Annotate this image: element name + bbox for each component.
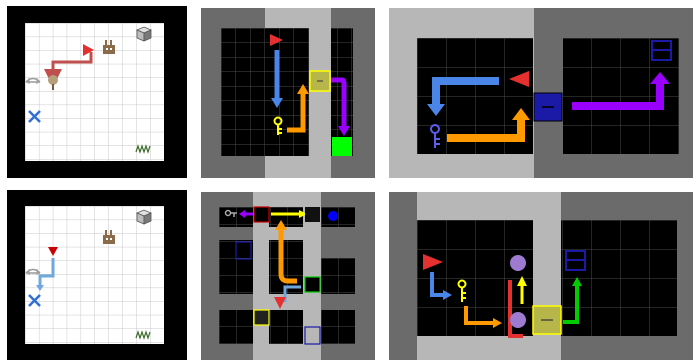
door-icon (254, 207, 269, 222)
goal-square-icon (332, 137, 352, 156)
panel-1 (7, 6, 187, 178)
ball-icon-2 (510, 312, 526, 328)
yellow-door-icon (254, 310, 269, 325)
panel-5 (201, 192, 375, 360)
panel-1-grid (25, 23, 164, 161)
panel-3-svg (389, 8, 693, 178)
cube-icon (137, 27, 151, 41)
ball-icon (510, 255, 526, 271)
green-door-icon (305, 277, 320, 292)
panel-6 (389, 192, 693, 360)
panel-4-svg (7, 190, 187, 360)
panel-2-svg (201, 8, 375, 178)
door-icon-2 (305, 207, 320, 222)
cube-icon (137, 210, 151, 224)
panel-3 (389, 8, 693, 178)
blue-ball-icon (328, 211, 338, 221)
panel-6-svg (389, 192, 693, 360)
panel-4 (7, 190, 187, 360)
panel-5-svg (201, 192, 375, 360)
panel-1-svg (7, 6, 187, 178)
panel-2 (201, 8, 375, 178)
